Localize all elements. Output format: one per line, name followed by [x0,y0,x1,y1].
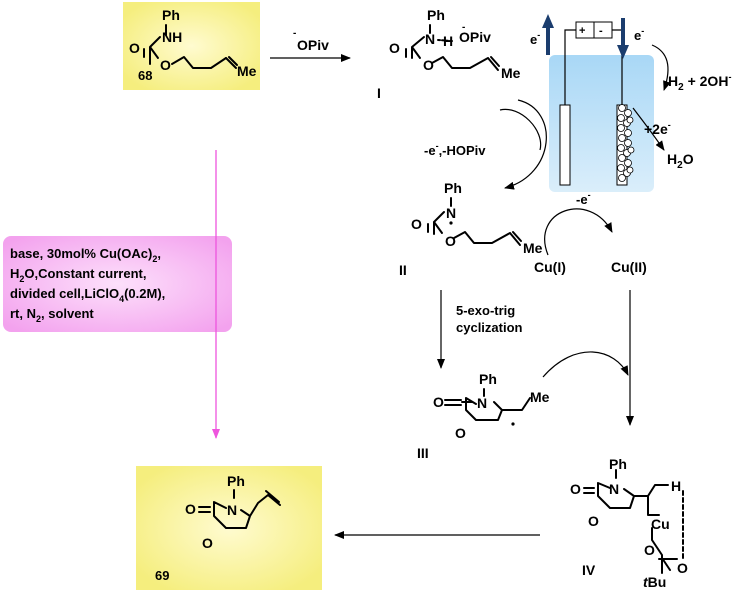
intermediate-III-ring-o: O [455,425,466,441]
compound-68-number: 68 [138,68,152,83]
electron-arrow-up [542,14,554,55]
conditions-text: base, 30mol% Cu(OAc)2, H2O,Constant curr… [10,246,165,324]
cyclization-line1: 5-exo-trig [456,303,515,318]
radical-capture-arrow [542,351,629,378]
intermediate-II: Ph N O O Me II [399,180,543,278]
electrochemical-cell: + - e- e- [530,14,654,192]
h2-hydroxide-product: H2 + 2OH- [668,72,731,93]
two-electron-label: +2e- [644,120,671,137]
intermediate-II-n: N [446,205,456,221]
intermediate-I-ester-o: O [423,57,434,73]
compound-69-carbonyl-o: O [185,501,196,517]
cu-oxidation-arrow [544,208,613,256]
intermediate-II-label: II [399,262,407,278]
compound-68-carbonyl-o: O [129,40,140,56]
water-label: H2O [667,151,694,171]
electron-left-label: e- [530,30,540,47]
intermediate-I-ph: Ph [427,7,445,23]
compound-69-ph: Ph [227,473,245,489]
intermediate-IV-carbonyl-o: O [570,481,581,497]
intermediate-IV-tbu: tBu [643,574,666,590]
intermediate-III-carbonyl-o: O [433,394,444,410]
intermediate-I: Ph N H - OPiv O O Me I [377,7,521,101]
opiv-reagent: OPiv [297,37,329,53]
intermediate-I-charge: - [462,22,465,33]
intermediate-II-carbonyl-o: O [411,216,422,232]
intermediate-III: Ph N O O Me III [417,371,550,461]
intermediate-III-n: N [477,395,487,411]
intermediate-III-label: III [417,445,429,461]
intermediate-I-opiv: OPiv [459,29,491,45]
water-reduction-arrow [632,107,665,151]
electron-right-label: e- [634,26,644,43]
compound-69-number: 69 [155,568,169,583]
anode-minus-e: -e- [576,190,591,207]
intermediate-I-carbonyl-o: O [389,40,400,56]
compound-68-me: Me [237,63,257,79]
intermediate-II-ph: Ph [444,180,462,196]
intermediate-IV-h: H [671,478,681,494]
oxidation-step-label: -e-,-HOPiv [424,141,486,158]
compound-69-ring-o: O [202,535,213,551]
electron-arrow-down [617,18,629,59]
intermediate-II-me: Me [523,240,543,256]
cathode-electron-arrow [651,44,671,91]
compound-68-ester-o: O [160,57,171,73]
anode [559,104,571,186]
intermediate-IV-label: IV [582,562,596,578]
conditions-line-4: rt, N2, solvent [10,306,94,324]
intermediate-III-ph: Ph [479,371,497,387]
intermediate-I-label: I [377,85,381,101]
intermediate-II-ester-o: O [445,233,456,249]
compound-69: Ph N O O 69 [136,466,322,590]
intermediate-IV-ring-o: O [588,513,599,529]
cu-i-label: Cu(I) [534,259,566,275]
intermediate-I-h: H [443,33,453,49]
cu-ii-label: Cu(II) [611,259,647,275]
intermediate-IV-cu: Cu [651,516,670,532]
oxidation-arrow [504,99,547,190]
intermediate-IV-carbonyl-o2: O [677,560,688,576]
cathode-bubbles [617,104,635,182]
conditions-line-3: divided cell,LiClO4(0.2M), [10,286,165,304]
compound-68: Ph NH O O Me 68 [123,2,260,90]
conditions-line-1: base, 30mol% Cu(OAc)2, [10,246,161,264]
intermediate-I-me: Me [501,65,521,81]
compound-68-bonds [143,24,227,69]
compound-69-n: N [227,502,237,518]
intermediate-I-n: N [425,31,435,47]
conditions-box [3,236,232,332]
cyclization-line2: cyclization [456,320,523,335]
intermediate-IV-ester-o: O [644,542,655,558]
power-minus: - [599,25,603,37]
power-plus: + [579,25,585,37]
compound-68-nh: NH [162,29,182,45]
compound-68-ph: Ph [162,7,180,23]
intermediate-III-me: Me [530,389,550,405]
cell-body [549,55,654,192]
intermediate-IV: Ph N O O H Cu O O tBu IV [570,456,688,590]
intermediate-IV-n: N [609,481,619,497]
conditions-line-2: H2O,Constant current, [10,266,146,284]
compound-68-highlight [123,2,260,90]
intermediate-IV-ph: Ph [609,456,627,472]
opiv-charge: - [293,28,296,39]
